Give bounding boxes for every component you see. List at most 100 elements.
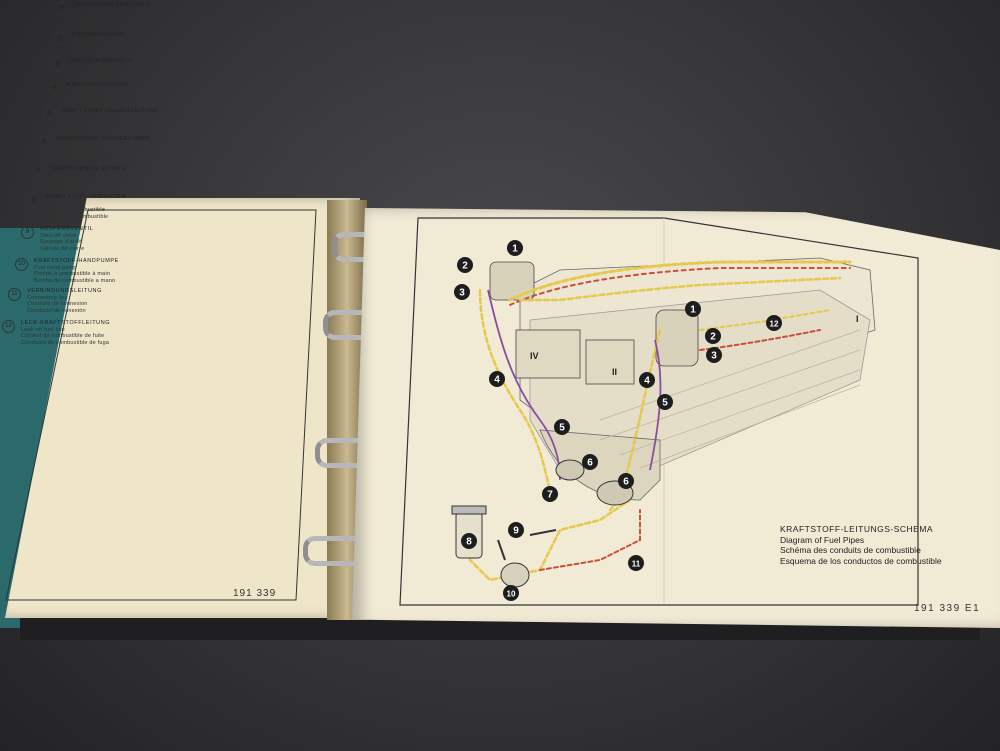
callout-number: 3 bbox=[711, 351, 717, 362]
legend-translation: Grifo de tres pasos bbox=[72, 51, 123, 58]
legend-heading: KRAFTSTOFF-HANDPUMPE bbox=[34, 258, 119, 264]
schema-subtitle-fr: Schéma des conduits de combustible bbox=[780, 545, 921, 555]
legend-number: 5 bbox=[43, 108, 56, 121]
callout-number: 6 bbox=[587, 458, 593, 469]
legend-translation: Bomba de combustible a mano bbox=[34, 277, 116, 284]
legend-translation: Conducto de llegada del combustible bbox=[62, 127, 160, 134]
legend-number: 7 bbox=[32, 166, 45, 179]
callout-number: 8 bbox=[466, 537, 472, 548]
legend-translation: Conduit de combustible de fuite bbox=[21, 333, 105, 339]
callout-number: 4 bbox=[644, 376, 650, 387]
legend-number: 9 bbox=[21, 226, 34, 239]
legend-translation: Soupape de trop-plein bbox=[70, 71, 129, 77]
callout-number: 1 bbox=[512, 244, 518, 255]
cylinder-label-i: I bbox=[856, 314, 859, 324]
legend-translation: Conducto de retorno bbox=[67, 101, 121, 108]
legend-number: 11 bbox=[8, 288, 21, 301]
callout-number: 2 bbox=[710, 332, 716, 343]
legend-translation: Leak-off fuel line bbox=[21, 326, 65, 333]
callout-number: 5 bbox=[559, 423, 565, 434]
legend-heading: DREIWEGEHAHN bbox=[72, 32, 125, 38]
legend-translation: Fuel feed line bbox=[62, 114, 98, 121]
legend-translation: Conduite d'arrivée de combustible bbox=[62, 121, 152, 127]
legend-heading: LECK-KRAFTSTOFFLEITUNG bbox=[21, 320, 111, 326]
cylinder-label-iv: IV bbox=[530, 351, 539, 361]
legend-heading: ABSPERRVENTIL bbox=[40, 226, 94, 232]
legend-number: 2 bbox=[53, 32, 66, 45]
callout-badge-11 bbox=[628, 555, 644, 571]
legend-translation: Pompe d'injection bbox=[74, 15, 121, 21]
callout-badge-12 bbox=[766, 315, 782, 331]
legend-number: 1 bbox=[55, 2, 68, 15]
callout-badge-1 bbox=[685, 301, 701, 317]
callout-number: 2 bbox=[462, 261, 468, 272]
callout-number: 5 bbox=[662, 398, 668, 409]
right-page-frame bbox=[399, 217, 919, 606]
schema-subtitle-es: Esquema de los conductos de combustible bbox=[780, 555, 942, 566]
schema-title-block: KRAFTSTOFF-LEITUNGS-SCHEMA Diagram of Fu… bbox=[780, 524, 942, 566]
legend-translation: Three-way cock bbox=[72, 38, 114, 45]
legend-translation: Bomba de combustible bbox=[57, 155, 117, 162]
legend-heading: VERBINDUNGSLEITUNG bbox=[27, 288, 102, 294]
legend-translation: Connecting line bbox=[27, 294, 68, 301]
legend-heading: KRAFTSTOFF-FÖRDERPUMPE bbox=[57, 136, 151, 142]
legend-translation: Robinet à trois voies bbox=[72, 45, 127, 51]
legend-number: 12 bbox=[2, 320, 15, 333]
callout-badge-6 bbox=[618, 473, 634, 489]
shutoff-valve bbox=[529, 529, 557, 536]
legend-translation: Bomba de inyección bbox=[74, 21, 128, 28]
legend-translation: Válvula de cierre bbox=[40, 245, 85, 252]
legend-translation: Prefiltro de combustible bbox=[46, 213, 109, 220]
legend-translation: Pompe à combustible à main bbox=[34, 271, 111, 277]
callout-badge-3 bbox=[454, 284, 470, 300]
hand-pump bbox=[497, 539, 530, 588]
callout-number: 4 bbox=[494, 375, 500, 386]
callout-badge-5 bbox=[554, 419, 570, 435]
callout-number: 3 bbox=[459, 288, 465, 299]
legend-heading: ÜBERSTRÖMVENTIL bbox=[70, 58, 134, 64]
legend-number: 6 bbox=[38, 136, 51, 149]
callout-badge-1 bbox=[507, 240, 523, 256]
prefilter bbox=[451, 505, 487, 559]
callout-badge-4 bbox=[639, 372, 655, 388]
schema-title: KRAFTSTOFF-LEITUNGS-SCHEMA bbox=[780, 524, 934, 534]
left-page-id: 191 339 bbox=[233, 588, 277, 599]
callout-number: 6 bbox=[623, 477, 629, 488]
callout-number: 1 bbox=[690, 305, 696, 316]
legend-number: 4 bbox=[48, 82, 61, 95]
cylinder-label-ii: II bbox=[612, 367, 617, 377]
callout-number: 9 bbox=[513, 526, 519, 537]
schema-subtitle-en: Diagram of Fuel Pipes bbox=[780, 534, 865, 545]
legend-heading: RÜCKLAUFLEITUNG bbox=[67, 82, 130, 88]
callout-badge-2 bbox=[705, 328, 721, 344]
callout-badge-7 bbox=[542, 486, 558, 502]
right-page-id: 191 339 E1 bbox=[914, 603, 981, 614]
legend-translation: Return line bbox=[67, 88, 96, 95]
callout-badge-4 bbox=[489, 371, 505, 387]
callout-badge-5 bbox=[657, 394, 673, 410]
legend-translation: Válvula de rebose bbox=[70, 77, 118, 84]
legend-heading: KRAFTSTOFF-VORFILTER bbox=[46, 194, 127, 200]
